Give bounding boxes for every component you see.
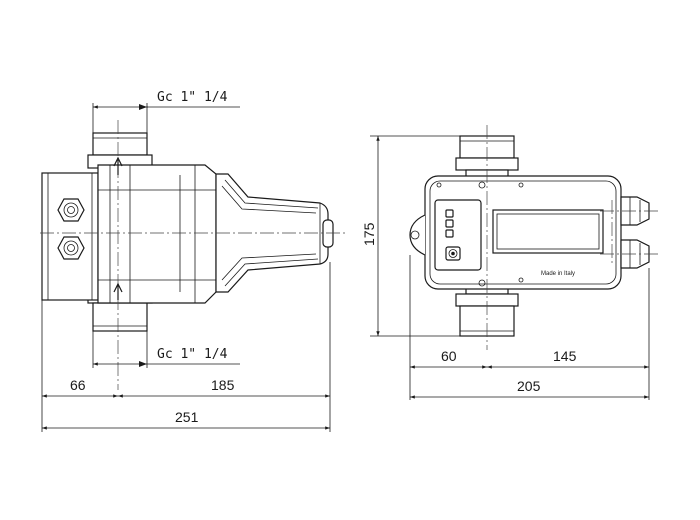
- indicator-led-2: [445, 219, 454, 228]
- flow-arrow-inlet: [113, 282, 123, 300]
- thread-label-top: Gc 1" 1/4: [157, 90, 228, 105]
- made-in-label: Made in Italy: [541, 271, 575, 277]
- mounting-ear: [409, 214, 426, 256]
- cable-gland-block: [41, 172, 99, 301]
- dimension-row-2: 251: [42, 409, 330, 430]
- dim-front-overall-width: 205: [517, 378, 541, 394]
- flow-arrow-outlet: [113, 156, 123, 175]
- front-dimension-row-1: 60 145: [410, 348, 649, 369]
- thread-label-bottom: Gc 1" 1/4: [157, 347, 228, 362]
- dim-side-overall-length: 251: [175, 409, 199, 425]
- control-panel: [434, 199, 482, 271]
- front-height-dimension: 175: [361, 135, 460, 337]
- front-view: Made in Italy 175: [361, 125, 660, 400]
- gland-nut-upper: [57, 198, 85, 222]
- indicator-led-3: [445, 229, 454, 238]
- gland-nut-lower: [57, 236, 85, 260]
- indicator-led-1: [445, 209, 454, 218]
- dim-front-body-width: 145: [553, 348, 577, 364]
- thread-dimension-bottom: Gc 1" 1/4: [92, 331, 240, 368]
- side-view: Gc 1" 1/4 Gc 1" 1/4 66 185 251: [40, 90, 345, 432]
- dim-side-left-offset: 66: [70, 377, 86, 393]
- front-dimension-row-2: 205: [410, 378, 649, 399]
- display-window: Made in Italy: [492, 209, 604, 277]
- dim-side-body-length: 185: [211, 377, 235, 393]
- dim-front-left-offset: 60: [441, 348, 457, 364]
- thread-dimension-top: Gc 1" 1/4: [92, 90, 240, 133]
- dimension-row-1: 66 185: [42, 377, 330, 398]
- pump-controller-body: [97, 164, 217, 304]
- dim-front-height: 175: [361, 222, 377, 246]
